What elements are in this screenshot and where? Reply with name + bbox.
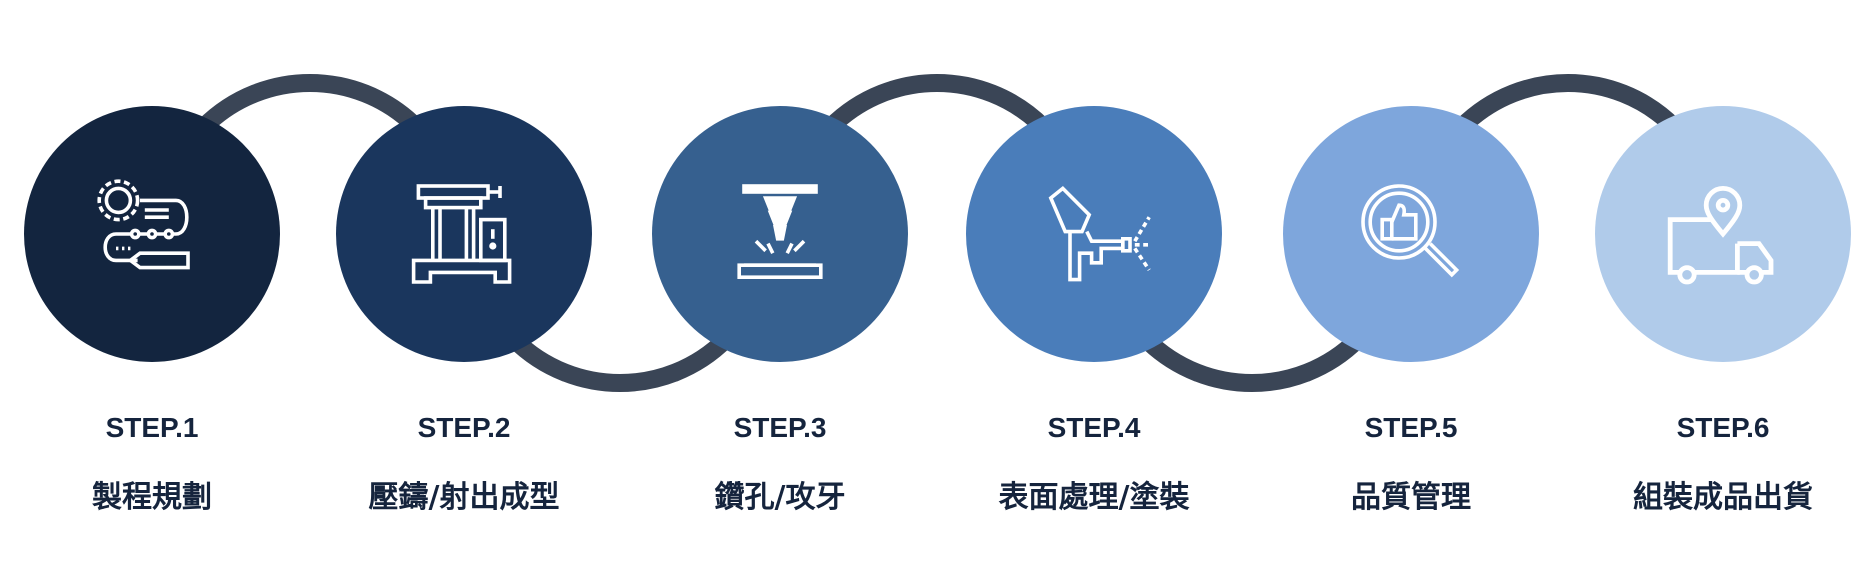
step-1: STEP.1 製程規劃 (2, 0, 302, 564)
step-circle (966, 106, 1222, 362)
step-circle (652, 106, 908, 362)
step-name: 表面處理/塗裝 (998, 480, 1190, 515)
molding-machine-icon (411, 184, 512, 284)
step-circle (336, 106, 592, 362)
quality-inspection-icon (1361, 184, 1460, 278)
step-3: STEP.3 鑽孔/攻牙 (630, 0, 930, 564)
drilling-icon (737, 184, 823, 279)
delivery-truck-icon (1667, 186, 1774, 285)
step-name: 組裝成品出貨 (1633, 480, 1813, 515)
step-number: STEP.3 (733, 412, 827, 443)
step-name: 鑽孔/攻牙 (714, 480, 846, 515)
spray-gun-icon (1048, 185, 1152, 282)
step-circle (24, 106, 280, 362)
step-name: 品質管理 (1351, 480, 1471, 515)
step-number: STEP.1 (105, 412, 199, 443)
step-circle (1283, 106, 1539, 362)
step-4: STEP.4 表面處理/塗裝 (944, 0, 1244, 564)
step-name: 壓鑄/射出成型 (368, 480, 560, 515)
step-number: STEP.2 (417, 412, 511, 443)
process-planning-icon (97, 179, 190, 270)
step-number: STEP.6 (1676, 412, 1770, 443)
step-2: STEP.2 壓鑄/射出成型 (314, 0, 614, 564)
step-5: STEP.5 品質管理 (1261, 0, 1561, 564)
step-number: STEP.5 (1364, 412, 1458, 443)
step-number: STEP.4 (1047, 412, 1141, 443)
step-6: STEP.6 組裝成品出貨 (1573, 0, 1873, 564)
step-name: 製程規劃 (92, 480, 212, 515)
step-circle (1595, 106, 1851, 362)
